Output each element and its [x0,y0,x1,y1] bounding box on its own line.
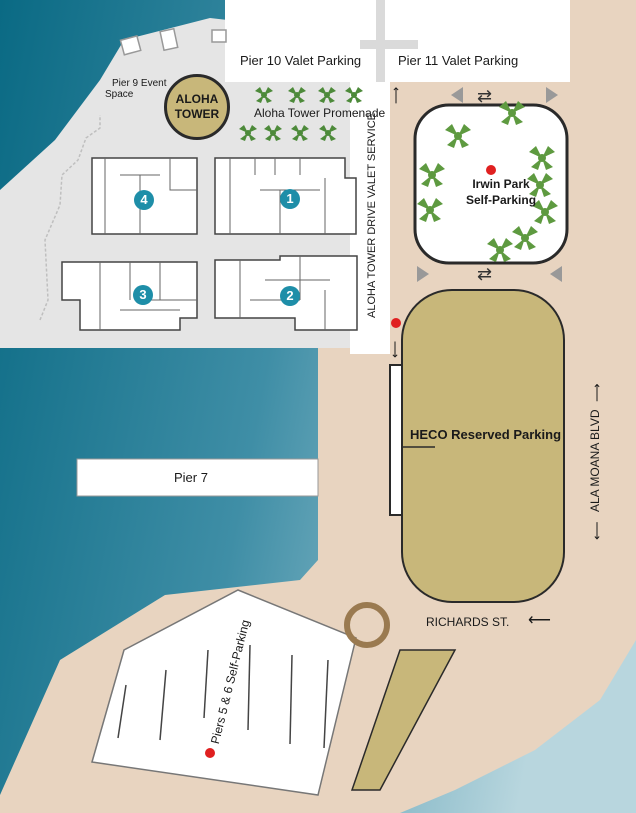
road-crossbar [360,40,418,49]
pier10-valet-label: Pier 10 Valet Parking [240,53,362,68]
irwin-top-two-way-arrow: ⇄ [477,86,493,106]
piers56-stripes [117,644,329,749]
valet-service-marker [391,318,401,328]
building-1-badge[interactable]: 1 [280,189,300,209]
roundabout [344,602,390,648]
valet-service-label: ALOHA TOWER DRIVE VALET SERVICE [366,113,378,318]
building-4-badge[interactable]: 4 [134,190,154,210]
richards-st-label: RICHARDS ST. [426,615,510,629]
aloha-tower-line1: ALOHA [175,92,219,106]
irwin-park-label-2: Self-Parking [466,193,537,207]
richards-arrow: ⟵ [528,612,551,629]
triangle-marker-4 [550,266,562,282]
aloha-tower[interactable]: ALOHA TOWER [164,74,230,140]
promenade-palm-trees [239,87,363,141]
irwin-park-label[interactable]: Irwin Park Self-Parking [466,176,536,208]
building-3-badge[interactable]: 3 [133,285,153,305]
ala-moana-arrow-top: ⟶ [589,383,604,402]
piers56-marker [205,748,215,758]
ala-moana-label: ALA MOANA BLVD [588,409,602,513]
building-2-badge[interactable]: 2 [280,286,300,306]
aloha-tower-line2: TOWER [174,107,220,121]
ala-moana-arrow-bottom: ⟵ [589,521,604,540]
kiosk-1 [119,34,142,56]
irwin-park-trees [417,101,558,262]
pier9-event-label-2: Space [105,89,134,100]
irwin-park-marker [486,165,496,175]
heco-label[interactable]: HECO Reserved Parking [410,427,562,442]
triangle-marker-1 [451,87,463,103]
kiosk-2 [159,27,179,52]
irwin-park-label-1: Irwin Park [472,177,530,191]
pier11-valet-label: Pier 11 Valet Parking [398,53,519,68]
heco-callout-bracket [389,364,403,516]
pier9-event-label-1: Pier 9 Event [112,78,167,89]
heco-lot [401,289,565,603]
pier7-label: Pier 7 [174,470,208,485]
triangle-marker-2 [546,87,558,103]
pier9-outline [39,115,101,321]
valet-service-arrow-top: ⟶ [389,86,403,104]
triangle-marker-3 [417,266,429,282]
pier7-box [76,458,319,497]
building-3-footprint [61,261,198,331]
kiosk-3 [211,29,227,43]
irwin-bottom-two-way-arrow: ⇄ [477,264,493,284]
lower-lot [350,649,457,791]
promenade-label: Aloha Tower Promenade [254,106,386,120]
valet-service-arrow-bottom: ⟵ [388,340,402,358]
